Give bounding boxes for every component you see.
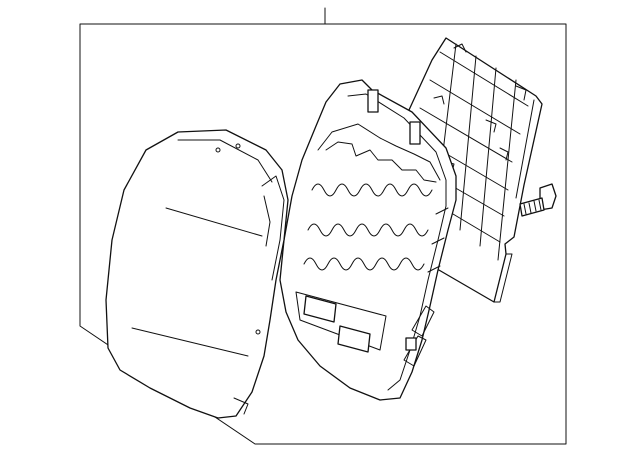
screw	[519, 183, 557, 217]
seat-back-cover	[105, 129, 289, 419]
seat-back-frame	[279, 79, 457, 401]
callout-box	[79, 23, 567, 445]
